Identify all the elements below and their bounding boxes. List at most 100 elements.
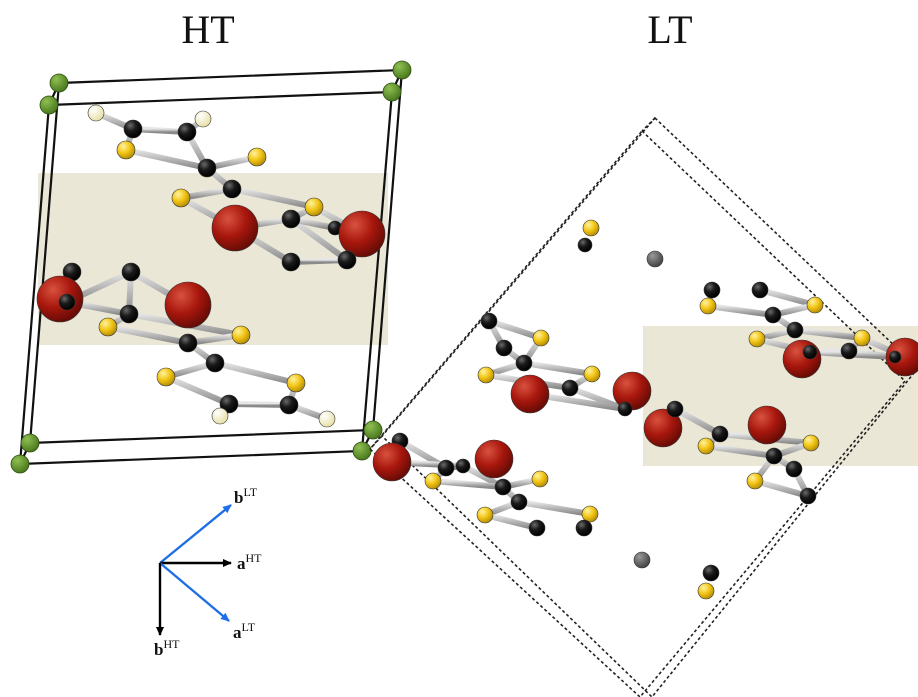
carbon-atom	[666, 400, 684, 418]
metal-atom	[643, 408, 683, 448]
carbon-atom	[561, 379, 579, 397]
sulfur-atom	[286, 373, 306, 393]
carbon-atom	[197, 158, 217, 178]
carbon-atom	[510, 493, 528, 511]
metal-atom	[211, 204, 259, 252]
sulfur-atom	[699, 297, 717, 315]
cell-corner-atom	[382, 82, 402, 102]
cell-corner-atom	[20, 433, 40, 453]
carbon-atom	[178, 333, 198, 353]
carbon-atom	[702, 564, 720, 582]
metal-atom	[782, 339, 822, 379]
lt-unit-cell	[368, 116, 918, 697]
carbon-atom	[222, 179, 242, 199]
hydrogen-atom	[211, 407, 229, 425]
carbon-atom	[281, 252, 301, 272]
sulfur-atom	[582, 219, 600, 237]
carbon-atom	[205, 353, 225, 373]
b-ht-label: bHT	[154, 637, 180, 659]
sulfur-atom	[746, 472, 764, 490]
carbon-atom	[802, 344, 818, 360]
carbon-atom	[495, 339, 513, 357]
carbon-atom	[786, 321, 804, 339]
carbon-atom	[119, 304, 139, 324]
sulfur-atom	[98, 317, 118, 337]
hydrogen-atom	[87, 104, 105, 122]
sulfur-atom	[231, 325, 251, 345]
sulfur-atom	[697, 582, 715, 600]
carbon-atom	[888, 350, 902, 364]
carbon-atom	[764, 306, 782, 324]
disorder-atom	[646, 250, 664, 268]
cell-corner-atom	[392, 60, 412, 80]
sulfur-atom	[532, 329, 550, 347]
cell-corner-atom	[39, 95, 59, 115]
sulfur-atom	[583, 365, 601, 383]
sulfur-atom	[802, 434, 820, 452]
carbon-atom	[58, 293, 76, 311]
sulfur-atom	[171, 188, 191, 208]
sulfur-atom	[806, 296, 824, 314]
carbon-atom	[279, 395, 299, 415]
carbon-atom	[121, 262, 141, 282]
ht-panel-title: HT	[181, 7, 234, 52]
sulfur-atom	[748, 330, 766, 348]
disorder-atom	[633, 551, 651, 569]
carbon-atom	[703, 281, 721, 299]
metal-atom	[338, 210, 386, 258]
sulfur-atom	[531, 470, 549, 488]
b-lt-arrow	[159, 504, 232, 564]
cell-corner-atom	[352, 441, 372, 461]
carbon-atom	[840, 342, 858, 360]
carbon-atom	[177, 122, 197, 142]
carbon-atom	[785, 460, 803, 478]
sulfur-atom	[424, 472, 442, 490]
ht-structure	[10, 60, 412, 474]
metal-atom	[885, 337, 918, 377]
carbon-atom	[480, 312, 498, 330]
lt-structure	[368, 116, 918, 697]
metal-atom	[164, 281, 212, 329]
metal-atom	[474, 439, 514, 479]
carbon-atom	[515, 354, 533, 372]
lt-atoms	[372, 219, 918, 600]
metal-atom	[510, 374, 550, 414]
carbon-atom	[751, 281, 769, 299]
sulfur-atom	[697, 437, 715, 455]
carbon-atom	[765, 447, 783, 465]
sulfur-atom	[477, 366, 495, 384]
sulfur-atom	[476, 506, 494, 524]
sulfur-atom	[853, 329, 871, 347]
ht-cell-corner-atoms	[10, 60, 412, 474]
carbon-atom	[494, 478, 512, 496]
a-lt-arrow	[159, 562, 230, 622]
sulfur-atom	[156, 367, 176, 387]
ht-atoms	[36, 104, 386, 428]
b-lt-label: bLT	[234, 485, 258, 507]
cell-corner-atom	[49, 73, 69, 93]
carbon-atom	[617, 401, 633, 417]
carbon-atom	[281, 209, 301, 229]
carbon-atom	[577, 237, 593, 253]
metal-atom	[747, 405, 787, 445]
carbon-atom	[437, 459, 455, 477]
carbon-atom	[219, 394, 239, 414]
metal-atom	[612, 371, 652, 411]
a-ht-label: aHT	[237, 551, 262, 573]
carbon-atom	[711, 425, 729, 443]
axes-legend: bLT aHT aLT bHT	[154, 485, 262, 659]
hydrogen-atom	[318, 410, 336, 428]
carbon-atom	[123, 119, 143, 139]
hydrogen-atom	[194, 110, 212, 128]
metal-atom	[372, 442, 412, 482]
carbon-atom	[799, 487, 817, 505]
sulfur-atom	[581, 505, 599, 523]
cell-corner-atom	[363, 420, 383, 440]
carbon-atom	[528, 519, 546, 537]
carbon-atom	[455, 458, 471, 474]
carbon-atom	[337, 250, 357, 270]
cell-corner-atom	[10, 454, 30, 474]
lt-panel-title: LT	[647, 7, 692, 52]
sulfur-atom	[116, 140, 136, 160]
